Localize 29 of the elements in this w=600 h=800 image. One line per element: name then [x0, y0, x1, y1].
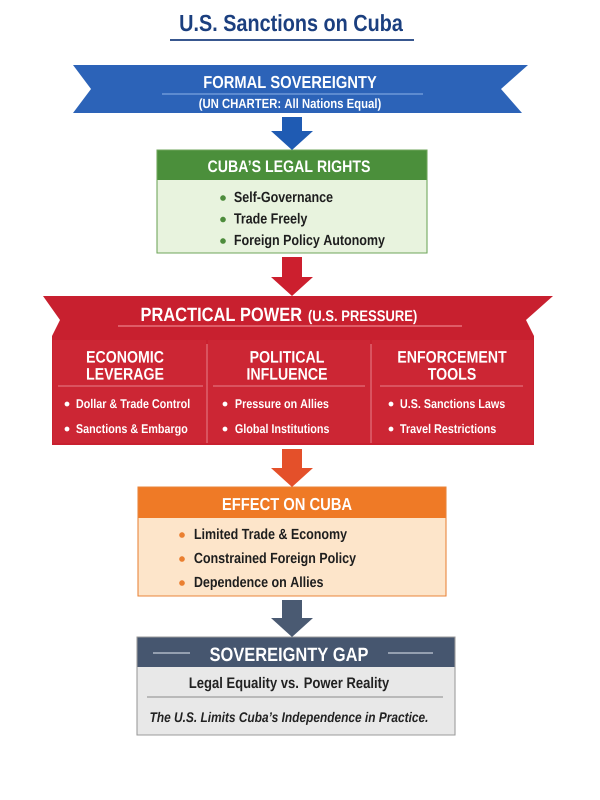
title: U.S. Sanctions on Cuba — [180, 14, 403, 32]
bullet-text: Sanctions & Embargo — [76, 424, 188, 436]
note-text: The U.S. Limits Cuba’s Independence in Practice. — [150, 712, 428, 725]
bullet-text: Global Institutions — [235, 424, 329, 434]
bullet-text: Dependence on Allies — [194, 576, 323, 590]
bullet-text: Constrained Foreign Policy — [194, 552, 356, 566]
bullet-text: Self-Governance — [234, 191, 333, 202]
bullet-text: Dollar & Trade Control — [76, 398, 190, 408]
block-arrow — [271, 257, 313, 296]
bullet-text: Foreign Policy Autonomy — [234, 234, 385, 248]
bullet-text: Limited Trade & Economy — [194, 528, 347, 542]
bullet-text: Travel Restrictions — [400, 424, 496, 434]
column-heading: ENFORCEMENT TOOLS — [398, 350, 507, 380]
bullet-text: Pressure on Allies — [236, 398, 328, 408]
box-heading: SOVEREIGNTY GAP — [210, 648, 368, 662]
block-arrow — [271, 600, 313, 637]
banner-title: PRACTICAL POWER — [142, 308, 302, 322]
body-text: Legal Equality vs. Power Reality — [190, 676, 390, 692]
bullet-text: U.S. Sanctions Laws — [400, 398, 505, 408]
column-heading: ECONOMIC LEVERAGE — [86, 350, 164, 380]
banner-title: FORMAL SOVEREIGNTY — [204, 76, 377, 88]
box-heading: EFFECT ON CUBA — [222, 498, 352, 510]
block-arrow — [271, 117, 313, 150]
column-heading: POLITICAL INFLUENCE — [247, 350, 327, 380]
box-heading: CUBA’S LEGAL RIGHTS — [208, 160, 370, 172]
banner-subtitle: (UN CHARTER: All Nations Equal) — [199, 98, 381, 111]
block-arrow — [271, 449, 313, 487]
banner-subtitle: (U.S. PRESSURE) — [308, 310, 417, 324]
bullet-text: Trade Freely — [234, 212, 308, 227]
